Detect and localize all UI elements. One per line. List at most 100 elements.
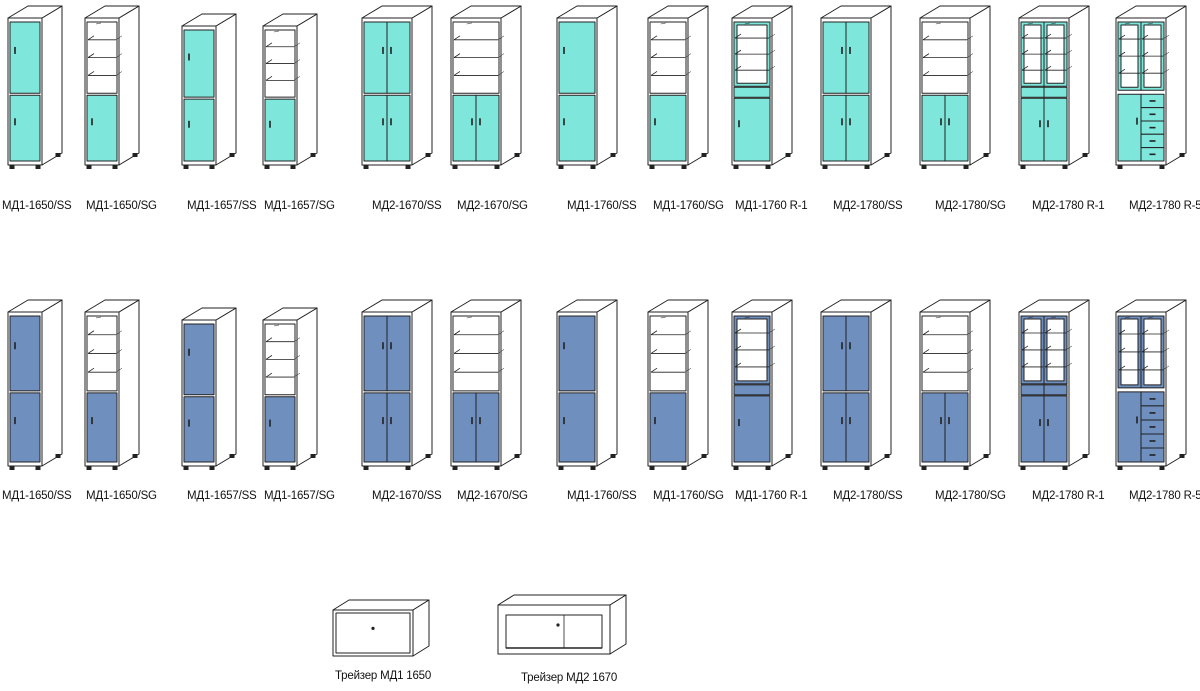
lower-door <box>183 98 215 162</box>
door-handle <box>654 417 656 425</box>
cabinet-label: МД1-1650/SS <box>2 490 72 502</box>
lower-door <box>475 392 500 463</box>
cabinet-side <box>870 299 892 467</box>
lower-door <box>86 94 118 162</box>
cabinet-2-10 <box>820 299 892 470</box>
cabinet-foot <box>1020 466 1026 470</box>
cabinet-side <box>969 5 991 166</box>
cabinet-foot <box>558 165 564 169</box>
cabinet-foot <box>864 165 870 169</box>
cabinet-label: МД2-1670/SS <box>372 490 442 502</box>
cabinet-1-4 <box>262 13 318 169</box>
upper-door <box>363 315 388 392</box>
door-handle <box>654 118 656 126</box>
cabinet-side <box>596 5 618 166</box>
lower-door <box>363 94 388 162</box>
cabinet-foot <box>590 466 596 470</box>
cabinet-foot <box>701 153 707 157</box>
cabinet-label: МД2-1780/SG <box>935 490 1006 502</box>
door-handle <box>738 120 740 128</box>
door-handle <box>390 342 392 350</box>
drawer-handle <box>1149 440 1156 442</box>
upper-door <box>386 21 411 94</box>
cabinet-side <box>1068 299 1090 467</box>
cabinet-foot <box>405 466 411 470</box>
upper-door <box>183 323 215 396</box>
cabinet-foot <box>1082 454 1088 458</box>
tray-1 <box>332 599 430 657</box>
cabinet-label: МД2-1670/SG <box>457 200 528 212</box>
door-handle <box>188 348 190 356</box>
cabinet-2-8 <box>647 299 709 470</box>
lower-door <box>9 392 41 463</box>
cabinet-foot <box>884 153 890 157</box>
cabinet-label: МД1-1650/SG <box>86 490 157 502</box>
cabinet-foot <box>183 165 189 169</box>
upper-door <box>9 21 41 94</box>
lower-door <box>363 392 388 463</box>
cabinet-foot <box>9 466 15 470</box>
drawer-handle <box>1149 153 1156 156</box>
cabinet-side <box>771 299 793 467</box>
cabinet-side <box>596 299 618 467</box>
cabinet-foot <box>963 466 969 470</box>
lower-door <box>475 94 500 162</box>
cabinet-foot <box>1159 466 1165 470</box>
tray-side <box>609 594 627 655</box>
cabinet-foot <box>558 466 564 470</box>
door-handle <box>1136 117 1138 125</box>
cabinet-foot <box>35 165 41 169</box>
drawer-handle <box>1149 398 1156 400</box>
lower-door <box>921 94 946 162</box>
door-handle <box>390 46 392 54</box>
cabinet-side <box>1165 5 1187 166</box>
cabinet-side <box>687 299 709 467</box>
cabinet-side <box>41 5 63 166</box>
cabinet-side <box>411 5 433 166</box>
cabinet-label: МД1-1650/SG <box>86 200 157 212</box>
lower-door <box>1043 395 1068 463</box>
cabinet-side <box>870 5 892 166</box>
cabinet-label: МД1-1650/SS <box>2 200 72 212</box>
door-handle <box>14 342 16 350</box>
cabinet-2-6 <box>450 299 522 470</box>
cabinet-foot <box>183 466 189 470</box>
drawer <box>1020 384 1045 396</box>
cabinet-foot <box>514 153 520 157</box>
drawer <box>733 86 771 98</box>
lower-door <box>845 94 870 162</box>
cabinet-side <box>969 299 991 467</box>
cabinet-label: МД1-1760 R-1 <box>735 200 808 212</box>
cabinet-1-10 <box>820 5 892 169</box>
door-handle <box>14 118 16 126</box>
lower-door <box>86 392 118 463</box>
door-handle <box>269 419 271 427</box>
cabinet-foot <box>55 153 61 157</box>
drawer-handle <box>1149 100 1156 102</box>
cabinet-foot <box>405 165 411 169</box>
cabinet-2-13 <box>1115 299 1187 470</box>
upper-door <box>845 21 870 94</box>
cabinet-foot <box>229 454 235 458</box>
cabinet-1-1 <box>7 5 63 169</box>
cabinet-foot <box>983 153 989 157</box>
cabinet-1-8 <box>647 5 709 169</box>
cabinet-1-7 <box>556 5 618 169</box>
lower-door <box>558 94 596 162</box>
cabinet-foot <box>425 454 431 458</box>
door-handle <box>479 118 481 126</box>
door-handle <box>382 46 384 54</box>
cabinet-foot <box>264 165 270 169</box>
door-handle <box>471 417 473 425</box>
cabinet-foot <box>209 466 215 470</box>
cabinet-foot <box>785 153 791 157</box>
cabinet-label: МД1-1760/SS <box>567 490 637 502</box>
lower-door <box>649 392 687 463</box>
cabinet-side <box>687 5 709 166</box>
door-handle <box>1136 416 1138 424</box>
cabinet-foot <box>765 466 771 470</box>
cabinet-side <box>296 13 318 166</box>
lower-door <box>822 94 847 162</box>
